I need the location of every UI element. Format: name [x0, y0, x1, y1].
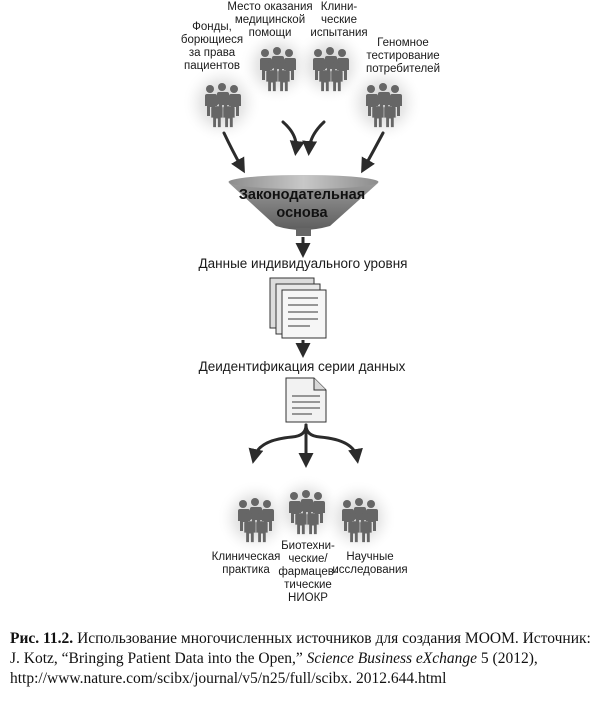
output-label-biotech-rnd: Биотехни- ческие/ фармацев- тические НИО…	[278, 540, 338, 604]
document-icon	[285, 377, 327, 423]
source-label-genomic-testing: Геномное тестирование потребителей	[366, 37, 440, 75]
caption-journal: Science Business eXchange	[306, 650, 478, 667]
diagram-canvas	[182, 28, 423, 556]
document-stack-icon	[269, 277, 327, 339]
source-label-clinical-trials: Клини- ческие испытания	[310, 1, 368, 39]
stage-deidentification: Деидентификация серии данных	[198, 359, 406, 374]
stage-individual-data: Данные индивидуального уровня	[198, 256, 408, 271]
funnel-label: Законодательная основа	[238, 187, 366, 221]
caption-label: Рис. 11.2.	[10, 630, 74, 647]
caption-text-2: 5 (2012), http://www.nature.com/scibx/jo…	[10, 650, 538, 687]
input-arrows	[222, 120, 385, 174]
output-arrows	[248, 423, 363, 468]
figure-caption: Рис. 11.2. Использование многочисленных …	[10, 629, 595, 689]
caption-text-1: Использование многочисленных источников …	[10, 630, 591, 667]
source-label-care-site: Место оказания медицинской помощи	[227, 1, 313, 39]
data-flow-diagram: Фонды, борющиеся за права пациентов Мест…	[180, 1, 440, 604]
source-label-patient-advocacy: Фонды, борющиеся за права пациентов	[180, 21, 244, 72]
output-label-clinical-practice: Клиническая практика	[211, 551, 281, 576]
output-label-research: Научные исследования	[332, 551, 408, 576]
legal-framework-funnel-icon	[228, 175, 379, 236]
